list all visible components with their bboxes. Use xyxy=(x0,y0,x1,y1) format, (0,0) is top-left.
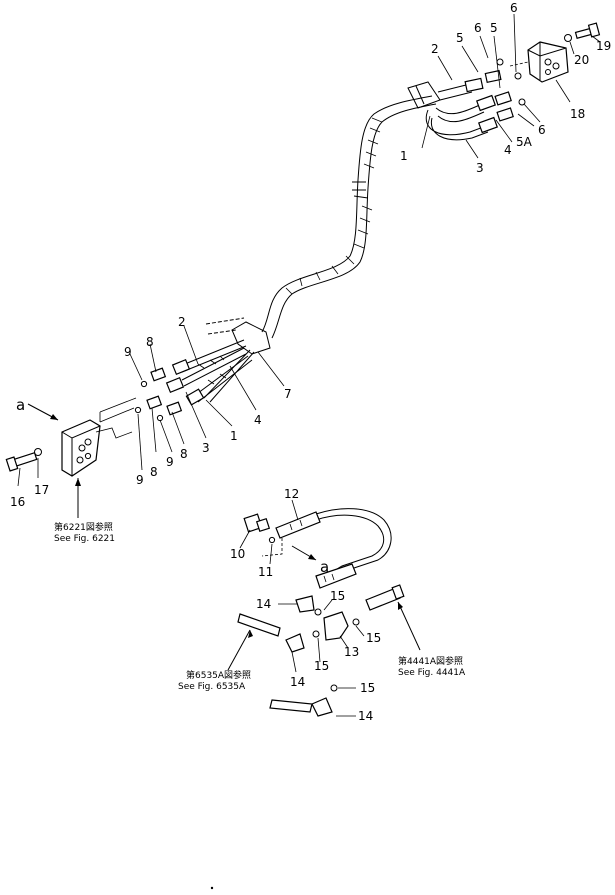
callout-14-b: 14 xyxy=(290,675,305,689)
callout-7: 7 xyxy=(284,387,292,401)
callout-6-b: 6 xyxy=(510,1,518,15)
callout-1-top: 1 xyxy=(400,149,408,163)
stray-dot xyxy=(210,886,214,890)
callout-12: 12 xyxy=(284,487,299,501)
callout-15-d: 15 xyxy=(360,681,375,695)
callout-labels: 2 5 6 5 6 19 20 18 6 5A 4 1 3 2 8 9 7 4 … xyxy=(10,1,611,723)
callout-20: 20 xyxy=(574,53,589,67)
callout-15-c: 15 xyxy=(314,659,329,673)
upper-leaders xyxy=(421,13,601,159)
callout-5a: 5A xyxy=(516,135,533,149)
callout-15-a: 15 xyxy=(330,589,345,603)
ref-6535a-jp: 第6535A図参照 xyxy=(186,669,251,681)
reference-notes: 第6221図参照 See Fig. 6221 第6535A図参照 See Fig… xyxy=(54,521,466,692)
callout-a-left: a xyxy=(16,396,25,414)
callout-13: 13 xyxy=(344,645,359,659)
callout-1-mid: 1 xyxy=(230,429,238,443)
callout-5-top: 5 xyxy=(456,31,464,45)
callout-10: 10 xyxy=(230,547,245,561)
callout-5-top-b: 5 xyxy=(490,21,498,35)
upper-hose-assembly xyxy=(407,22,601,141)
ref-6535a-en: See Fig. 6535A xyxy=(178,682,246,692)
ref-4441a-en: See Fig. 4441A xyxy=(398,668,466,678)
callout-9-b: 9 xyxy=(166,455,174,469)
callout-6-c: 6 xyxy=(538,123,546,137)
callout-2-top: 2 xyxy=(431,42,439,56)
callout-17: 17 xyxy=(34,483,49,497)
callout-3-top: 3 xyxy=(476,161,484,175)
callout-4-top: 4 xyxy=(504,143,512,157)
callout-19: 19 xyxy=(596,39,611,53)
callout-9-c: 9 xyxy=(136,473,144,487)
callout-14-c: 14 xyxy=(358,709,373,723)
callout-8-b: 8 xyxy=(180,447,188,461)
callout-15-b: 15 xyxy=(366,631,381,645)
callout-18: 18 xyxy=(570,107,585,121)
ref-6221-jp: 第6221図参照 xyxy=(54,521,113,533)
lower-leaders xyxy=(17,325,285,487)
callout-2-mid: 2 xyxy=(178,315,186,329)
callout-8-c: 8 xyxy=(150,465,158,479)
callout-6-a: 6 xyxy=(474,21,482,35)
bottom-hose-assembly xyxy=(227,508,421,717)
ref-4441a-jp: 第4441A図参照 xyxy=(398,655,463,667)
main-hose-route xyxy=(261,95,437,339)
callout-8-a: 8 xyxy=(146,335,154,349)
callout-14-a: 14 xyxy=(256,597,271,611)
callout-11: 11 xyxy=(258,565,273,579)
callout-16: 16 xyxy=(10,495,25,509)
callout-9-a: 9 xyxy=(124,345,132,359)
bottom-leaders xyxy=(239,499,365,717)
ref-6221-en: See Fig. 6221 xyxy=(54,534,115,544)
lower-hose-assembly xyxy=(5,317,271,518)
callout-a-bottom: a xyxy=(320,558,329,576)
callout-3-mid: 3 xyxy=(202,441,210,455)
callout-4-mid: 4 xyxy=(254,413,262,427)
